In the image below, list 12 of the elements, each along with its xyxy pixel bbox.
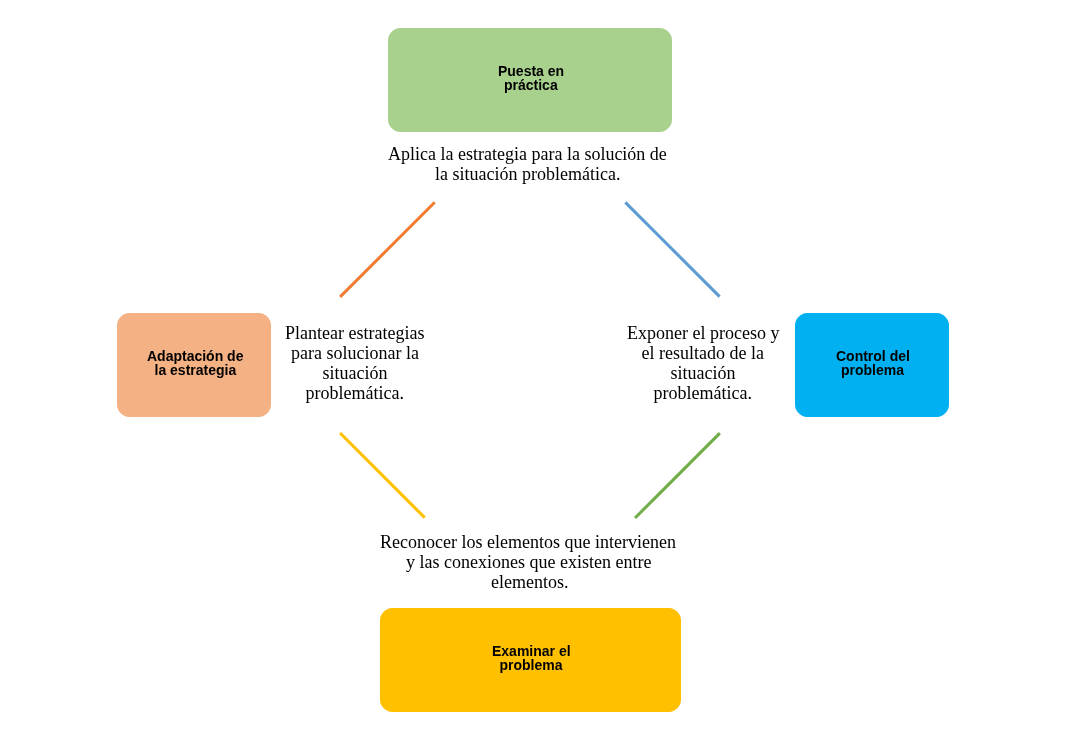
node-box: Adaptación de la estrategia	[117, 313, 271, 417]
node-label: Plantear estrategias para solucionar la situación problemática.	[285, 323, 425, 404]
node-label: Reconocer los elementos que intervienen y las conexiones que existen entre elementos.	[379, 532, 676, 593]
node-box: Control del problema	[795, 313, 949, 417]
connector	[339, 432, 426, 519]
connector	[339, 201, 436, 298]
node-label: Aplica la estrategia para la solución de la situación problemática.	[387, 144, 667, 185]
connector	[633, 432, 721, 520]
node-box: Puesta en práctica	[388, 28, 672, 132]
node-label: Exponer el proceso y el resultado de la situación problemática.	[626, 323, 780, 404]
connector	[624, 201, 721, 298]
node-box: Examinar el problema	[380, 608, 681, 712]
